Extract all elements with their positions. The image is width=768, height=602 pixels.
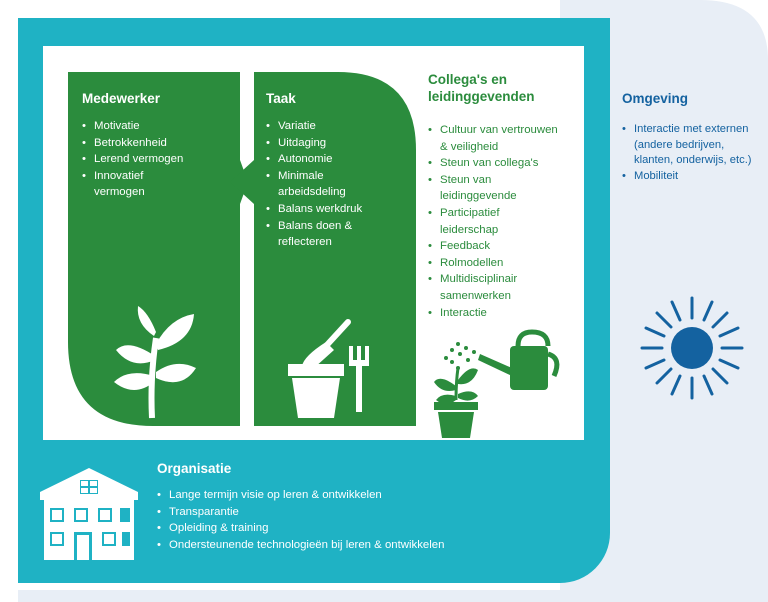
list-item: Steun van leidinggevende [428,172,558,205]
collega-list: Cultuur van vertrouwen & veiligheid Steu… [428,122,588,321]
omgeving-panel: Interactie met externen (andere bedrijve… [622,122,762,184]
list-item: Mobiliteit [622,169,762,185]
list-item: Interactie met externen (andere bedrijve… [622,122,759,169]
list-item: Participatief leiderschap [428,205,540,238]
list-item: Balans werkdruk [266,201,406,218]
omgeving-title: Omgeving [622,91,689,106]
list-item: Opleiding & training [157,520,577,537]
list-item: Steun van collega's [428,155,588,172]
medewerker-list: Motivatie Betrokkenheid Lerend vermogen … [82,118,232,201]
list-item: Minimale arbeidsdeling [266,168,373,201]
list-item: Variatie [266,118,406,135]
list-item: Lange termijn visie op leren & ontwikkel… [157,487,577,504]
collega-panel: Cultuur van vertrouwen & veiligheid Steu… [428,122,588,321]
flowerpot-icon [288,364,344,418]
list-item: Cultuur van vertrouwen & veiligheid [428,122,568,155]
potted-plant-icon [434,367,478,438]
house-icon [40,468,138,560]
taak-title: Taak [266,91,296,106]
rake-icon [349,346,369,412]
list-item: Balans doen & reflecteren [266,218,388,251]
list-item: Innovatief vermogen [82,168,189,201]
list-item: Betrokkenheid [82,135,232,152]
list-item: Transparantie [157,504,577,521]
list-item: Ondersteunende technologieën bij leren &… [157,537,577,554]
sun-icon [640,296,744,400]
taak-list: Variatie Uitdaging Autonomie Minimale ar… [266,118,406,251]
trowel-icon [302,319,351,371]
omgeving-list: Interactie met externen (andere bedrijve… [622,122,762,184]
list-item: Uitdaging [266,135,406,152]
list-item: Autonomie [266,151,406,168]
list-item: Interactie [428,305,588,322]
collega-title: Collega's en leidinggevenden [428,72,535,104]
plant-icon [114,306,196,419]
taak-panel: Taak Variatie Uitdaging Autonomie Minima… [266,91,406,251]
list-item: Multidisciplinair samenwerken [428,271,550,304]
medewerker-title: Medewerker [82,91,161,106]
medewerker-panel: Medewerker Motivatie Betrokkenheid Leren… [82,91,232,201]
organisatie-list: Lange termijn visie op leren & ontwikkel… [157,487,577,553]
watering-can-icon [444,329,560,390]
organisatie-panel: Lange termijn visie op leren & ontwikkel… [157,487,577,553]
list-item: Lerend vermogen [82,151,232,168]
list-item: Feedback [428,238,588,255]
list-item: Rolmodellen [428,255,588,272]
list-item: Motivatie [82,118,232,135]
organisatie-title: Organisatie [157,461,232,476]
